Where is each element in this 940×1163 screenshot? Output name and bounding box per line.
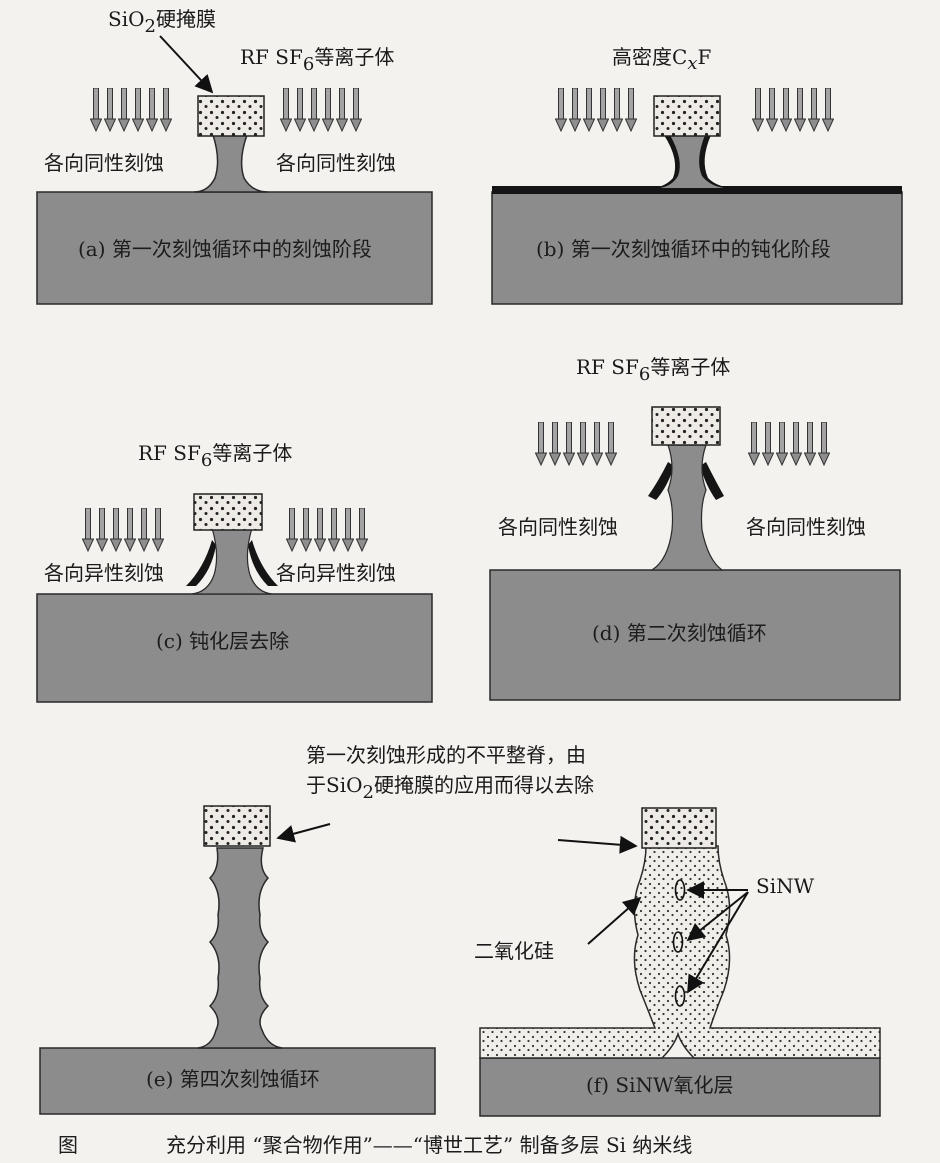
panel-b-passivation-floor <box>492 186 902 194</box>
panel-c-left-arrows <box>82 508 164 552</box>
panel-d-plasma-label: RF SF6等离子体 <box>576 355 730 385</box>
panel-a-substrate <box>36 191 433 305</box>
panel-a-plasma-label: RF SF6等离子体 <box>240 45 394 75</box>
panel-f-substrate <box>479 1057 881 1117</box>
panel-a-sio2-mask <box>197 95 265 137</box>
panel-a-mask-pointer <box>159 35 214 94</box>
panel-e-caption: (e) 第四次刻蚀循环 <box>146 1067 320 1091</box>
panel-d-caption: (d) 第二次刻蚀循环 <box>592 621 767 645</box>
panel-a-right-arrows <box>280 88 362 132</box>
panel-c-pillar <box>191 527 273 595</box>
panel-a-mask-label: SiO2硬掩膜 <box>108 7 216 37</box>
panel-e-pillar <box>197 847 283 1049</box>
panel-a: SiO2硬掩膜 RF SF6等离子体 各向同性刻蚀 各向同性刻蚀 (a) 第一次… <box>36 7 433 305</box>
panel-d-pillar <box>649 444 724 571</box>
panel-e-note-line2: 于SiO2硬掩膜的应用而得以去除 <box>306 773 594 803</box>
panel-f-mask-pointer <box>557 835 638 854</box>
panel-c-right-arrows <box>286 508 368 552</box>
figure-caption-prefix: 图 <box>58 1133 78 1157</box>
panel-f: SiNW 二氧化硅 (f) SiNW氧化层 <box>474 807 881 1117</box>
panel-d: RF SF6等离子体 各向同性刻蚀 各向同性刻蚀 (d) 第二次刻蚀循环 <box>489 355 901 701</box>
panel-c-passivation-right <box>248 540 278 586</box>
panel-a-right-etch-label: 各向同性刻蚀 <box>276 151 396 175</box>
panel-b-gas-label: 高密度CxF <box>612 45 711 74</box>
panel-a-left-arrows <box>90 88 172 132</box>
panel-b-substrate <box>491 191 903 305</box>
panel-c-passivation-left <box>186 540 216 586</box>
panel-f-sinw-cores <box>672 879 686 1007</box>
panel-f-caption: (f) SiNW氧化层 <box>586 1073 734 1097</box>
panel-e: 第一次刻蚀形成的不平整脊，由 于SiO2硬掩膜的应用而得以去除 (e) 第四次刻… <box>39 743 594 1115</box>
panel-d-left-arrows <box>535 422 617 466</box>
panel-e-note-line1: 第一次刻蚀形成的不平整脊，由 <box>306 743 586 767</box>
panel-f-oxide-label: 二氧化硅 <box>474 939 554 963</box>
panel-b: 高密度CxF (b) 第一次刻蚀循环中的钝化阶段 <box>491 45 903 305</box>
panel-d-sio2-mask <box>651 406 721 446</box>
panel-f-sio2-mask <box>641 807 717 849</box>
panel-f-sinw-label: SiNW <box>756 874 815 898</box>
panel-e-note-pointer <box>276 823 331 843</box>
panel-f-sinw-pointers <box>686 881 749 994</box>
panel-d-right-arrows <box>748 422 830 466</box>
panel-e-substrate <box>39 1047 436 1115</box>
panel-f-oxide-pointer <box>587 896 642 945</box>
panel-d-left-etch-label: 各向同性刻蚀 <box>498 515 618 539</box>
panel-b-pillar <box>660 135 724 188</box>
panel-b-caption: (b) 第一次刻蚀循环中的钝化阶段 <box>536 237 831 261</box>
panel-b-right-arrows <box>752 88 834 132</box>
panel-c-sio2-mask <box>193 493 263 531</box>
panel-d-right-etch-label: 各向同性刻蚀 <box>746 515 866 539</box>
figure-caption-text: 充分利用 “聚合物作用”——“博世工艺” 制备多层 Si 纳米线 <box>166 1133 692 1157</box>
panel-f-sinw-core-2 <box>672 931 684 953</box>
panel-b-left-arrows <box>555 88 637 132</box>
panel-f-sinw-core-3 <box>674 985 686 1007</box>
panel-c: RF SF6等离子体 各向异性刻蚀 各向异性刻蚀 (c) 钝化层去除 <box>36 441 433 703</box>
panel-c-right-etch-label: 各向异性刻蚀 <box>276 561 396 585</box>
panel-d-passivation-left <box>648 462 674 500</box>
panel-c-caption: (c) 钝化层去除 <box>156 629 289 653</box>
panel-a-pillar <box>193 134 269 193</box>
panel-b-sio2-mask <box>653 95 721 137</box>
panel-d-passivation-right <box>700 462 724 500</box>
panel-c-plasma-label: RF SF6等离子体 <box>138 441 292 471</box>
panel-e-sio2-mask <box>203 805 271 847</box>
panel-c-left-etch-label: 各向异性刻蚀 <box>44 561 164 585</box>
panel-d-substrate <box>489 569 901 701</box>
panel-a-caption: (a) 第一次刻蚀循环中的刻蚀阶段 <box>78 237 372 261</box>
panel-f-sinw-core-1 <box>674 879 686 901</box>
panel-a-left-etch-label: 各向同性刻蚀 <box>44 151 164 175</box>
